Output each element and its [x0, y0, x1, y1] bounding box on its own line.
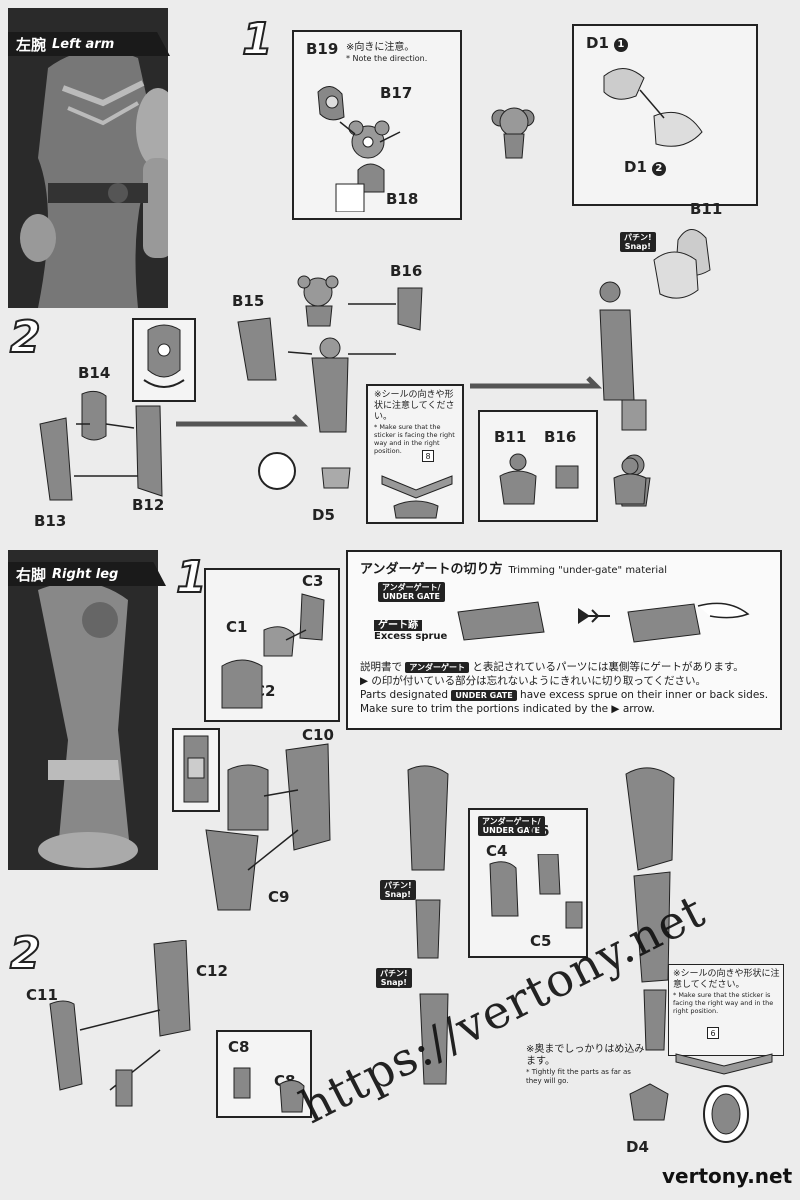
- part-label-b18: B18: [386, 190, 419, 208]
- knee-joint-part: [415, 899, 441, 959]
- flow-arrow-left-arm-2: [470, 376, 603, 389]
- c4-c5-c6-diagram: [489, 854, 583, 929]
- part-label-c9: C9: [268, 888, 290, 906]
- under-gate-badge-c4: アンダーゲート/UNDER GATE: [478, 816, 545, 837]
- part-label-b16-top: B16: [390, 262, 423, 280]
- left-arm-detail-box-1: B19 ※向きに注意。 * Note the direction. B17 B1…: [292, 30, 462, 220]
- watermark-footer: vertony.net: [662, 1164, 793, 1188]
- snap-badge-right-leg-1: パチン!Snap!: [380, 880, 416, 901]
- snap-badge-right-leg-2: パチン!Snap!: [376, 968, 412, 989]
- right-leg-sticker-note-jp: ※シールの向きや形状に注意してください。: [673, 969, 780, 990]
- left-arm-header: 左腕 Left arm: [8, 32, 170, 56]
- shin-assembly-diagram: [49, 940, 191, 1107]
- trim-instructions: 説明書で アンダーゲート と表記されているパーツには裏側等にゲートがあります。 …: [360, 661, 769, 715]
- part-label-c1: C1: [226, 618, 248, 636]
- left-arm-step-2: 2: [9, 311, 42, 364]
- lower-arm-assembly-diagram: [39, 390, 163, 501]
- b19-b17-b18-diagram: [317, 86, 401, 212]
- c10-detail-box: [172, 728, 220, 812]
- part-label-c6: C6: [528, 822, 550, 840]
- part-label-b17: B17: [380, 84, 413, 102]
- d5-part-circle: [258, 452, 296, 490]
- b14-detail-diagram: [143, 324, 185, 388]
- note-direction-en: * Note the direction.: [346, 54, 428, 63]
- assembled-right-leg: [625, 767, 675, 1051]
- left-arm-sticker-diagram: [381, 475, 453, 519]
- hand-parts-diagram: [499, 453, 579, 505]
- right-leg-header-jp: 右脚: [16, 565, 47, 584]
- flow-arrow-left-arm-1: [176, 414, 309, 427]
- fit-tight-note: ※奥までしっかりはめ込みます。 * Tightly fit the parts …: [526, 1044, 646, 1086]
- d1-gray-parts-diagram: [603, 68, 703, 147]
- part-label-c8: C8: [228, 1038, 250, 1056]
- d5-part-diagram: [321, 467, 351, 489]
- right-leg-sticker-note-box: ※シールの向きや形状に注意してください。 * Make sure that th…: [668, 964, 784, 1056]
- part-label-d5: D5: [312, 506, 335, 524]
- upper-arm-assembly-diagram: [237, 275, 423, 433]
- right-leg-reference-photo: [8, 550, 158, 870]
- right-leg-header: 右脚 Right leg: [8, 562, 166, 586]
- left-arm-sticker-note-jp: ※シールの向きや形状に注意してください。: [374, 390, 455, 422]
- d4-part-diagram: [629, 1083, 669, 1121]
- right-leg-detail-box-1: C3 C1 C2: [204, 568, 340, 722]
- part-label-d4: D4: [626, 1138, 649, 1156]
- part-label-b12: B12: [132, 496, 165, 514]
- part-label-c11: C11: [26, 986, 58, 1004]
- c8-diagram: [233, 1067, 305, 1113]
- left-arm-sticker-note-box: ※シールの向きや形状に注意してください。 * Make sure that th…: [366, 384, 464, 524]
- right-leg-step-1: 1: [175, 551, 208, 604]
- part-label-c5: C5: [530, 932, 552, 950]
- part-label-c4: C4: [486, 842, 508, 860]
- left-arm-sticker-note-en: * Make sure that the sticker is facing t…: [374, 423, 455, 455]
- left-arm-header-en: Left arm: [52, 36, 115, 52]
- left-arm-step-1: 1: [241, 13, 274, 66]
- right-leg-step-2: 2: [9, 927, 42, 980]
- note-direction-jp: ※向きに注意。: [346, 42, 415, 53]
- fit-tight-note-en: * Tightly fit the parts as far as they w…: [526, 1068, 631, 1085]
- trim-under-gate-badge: アンダーゲート/UNDER GATE: [378, 582, 445, 603]
- part-label-b14: B14: [78, 364, 111, 382]
- assembled-hand: [613, 457, 647, 505]
- right-leg-sticker-note-en: * Make sure that the sticker is facing t…: [673, 991, 774, 1015]
- left-arm-header-jp: 左腕: [16, 35, 47, 54]
- part-label-b16-bottom: B16: [544, 428, 577, 446]
- thigh-assembly-diagram: [205, 743, 331, 911]
- right-leg-sticker-diagram: [675, 1053, 773, 1143]
- c8-detail-box: C8 C8: [216, 1030, 312, 1118]
- c1-c2-c3-diagram: [221, 593, 325, 709]
- part-label-b11-bottom: B11: [494, 428, 527, 446]
- fit-tight-note-jp: ※奥までしっかりはめ込みます。: [526, 1044, 645, 1067]
- b14-detail-box: [132, 318, 196, 402]
- part-label-c3: C3: [302, 572, 324, 590]
- c10-detail-diagram: [183, 735, 209, 803]
- figure-leg-illustration: [8, 550, 158, 870]
- c4-c5-c6-detail-box: アンダーゲート/UNDER GATE C6 C4 C5: [468, 808, 588, 958]
- trim-example-diagram: [457, 601, 750, 643]
- shin-mid-assembly: [419, 993, 449, 1085]
- part-label-b15: B15: [232, 292, 265, 310]
- right-leg-header-en: Right leg: [52, 566, 119, 582]
- right-leg-sticker-number: 6: [707, 1027, 719, 1039]
- part-label-b19: B19: [306, 40, 339, 58]
- part-label-c10: C10: [302, 726, 334, 744]
- part-label-b13: B13: [34, 512, 67, 530]
- part-label-c12: C12: [196, 962, 228, 980]
- hand-parts-box: B11 B16: [478, 410, 598, 522]
- part-label-b11-top: B11: [690, 200, 723, 218]
- snap-badge-left-arm: パチン!Snap!: [620, 232, 656, 253]
- left-arm-sticker-number: 8: [422, 450, 434, 462]
- assembled-shoulder-joint: [491, 107, 535, 159]
- thigh-mid-assembly: [407, 765, 449, 871]
